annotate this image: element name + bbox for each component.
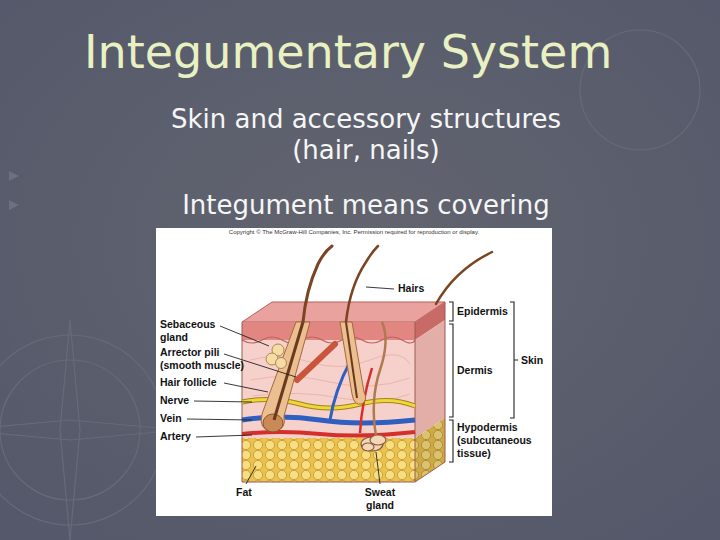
part-label-holder: Arrector pili (smooth muscle) [160, 346, 252, 372]
layer-label: Hypodermis (subcutaneous tissue) [457, 421, 547, 460]
layer-label-holder: Epidermis [457, 305, 508, 318]
figure-panel [156, 228, 552, 516]
compass-watermark [0, 30, 700, 540]
hair-shaft-2 [346, 246, 378, 322]
sweat-gland [361, 435, 386, 451]
part-label-holder: Sebaceous gland [160, 318, 230, 344]
slide-title: Integumentary System [84, 24, 612, 80]
part-label-holder: Nerve [160, 394, 189, 407]
epidermis-boundary [242, 337, 415, 343]
slide-subtitle-holder: Skin and accessory structures (hair, nai… [146, 104, 586, 166]
part-label-holder: Artery [160, 430, 191, 443]
layer-label-holder: Dermis [457, 364, 493, 377]
hair-follicle-2 [340, 322, 366, 404]
layer-label-holder: Hypodermis (subcutaneous tissue) [457, 421, 547, 460]
artery [242, 432, 415, 436]
hair-shaft-3 [436, 252, 492, 304]
part-label: Hair follicle [160, 376, 217, 389]
part-label: Sweat gland [356, 486, 404, 512]
part-label: Sebaceous gland [160, 318, 230, 344]
dermis-layer [242, 340, 415, 438]
hypodermis-fat-layer [242, 438, 415, 482]
part-label-holder: Hairs [398, 282, 424, 295]
vein-branch [330, 362, 350, 420]
slide-subtitle: Integument means covering [146, 190, 586, 221]
layer-label: Dermis [457, 364, 493, 377]
hair-shaft [303, 246, 332, 322]
slide-title-holder: Integumentary System [84, 24, 612, 80]
slide-bullets [9, 171, 19, 210]
layer-label-holder: Skin [521, 354, 543, 367]
part-label-holder: Sweat gland [356, 486, 404, 512]
part-label: Vein [160, 412, 182, 425]
part-label: Hairs [398, 282, 424, 295]
layer-label: Epidermis [457, 305, 508, 318]
part-label: Nerve [160, 394, 189, 407]
hair-bulb [263, 414, 283, 432]
leader-lines [187, 287, 394, 484]
arrector-pili-muscle [297, 344, 335, 380]
slide-subtitle: Skin and accessory structures (hair, nai… [146, 104, 586, 166]
skin-block-outline [242, 302, 445, 482]
part-label-holder: Hair follicle [160, 376, 217, 389]
slide-subtitle-holder: Integument means covering [146, 190, 586, 221]
part-label: Artery [160, 430, 191, 443]
copyright-note-holder: Copyright © The McGraw-Hill Companies, I… [204, 229, 504, 236]
copyright-note: Copyright © The McGraw-Hill Companies, I… [204, 229, 504, 236]
part-label-holder: Fat [236, 486, 252, 499]
hair-root-2 [346, 322, 357, 398]
sebaceous-gland [266, 344, 287, 369]
sweat-duct [374, 322, 386, 436]
skin-top-surface [242, 302, 445, 322]
layer-label: Skin [521, 354, 543, 367]
part-label: Fat [236, 486, 252, 499]
dermis-side [415, 320, 445, 438]
part-label-holder: Vein [160, 412, 182, 425]
part-label: Arrector pili (smooth muscle) [160, 346, 252, 372]
